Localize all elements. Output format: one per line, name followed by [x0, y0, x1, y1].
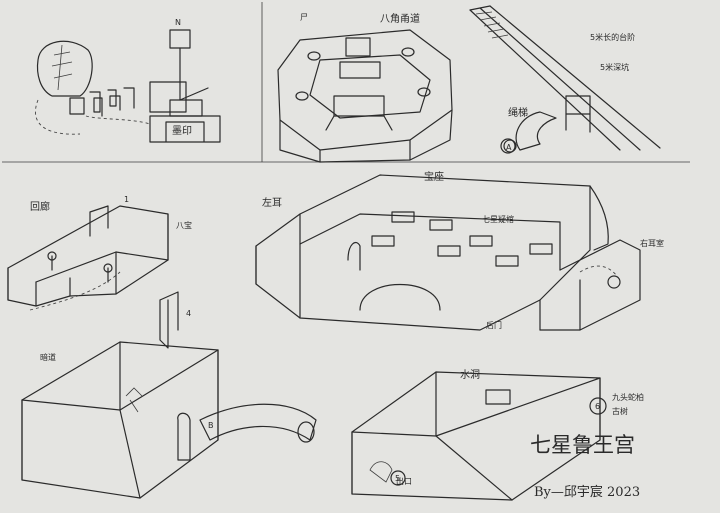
marker-b: B	[208, 421, 214, 430]
marker-5: 5	[395, 474, 400, 483]
marker-1: 1	[124, 195, 129, 204]
corridor-block	[7, 205, 169, 311]
overview-map	[35, 29, 221, 143]
pit-room	[21, 291, 317, 499]
label-left-ear: 左耳	[262, 196, 282, 209]
legend-item-2: 古树	[612, 406, 628, 416]
label-stairs-note: 5米长的台阶	[590, 32, 635, 42]
circle-marker-a	[500, 138, 516, 154]
exit-room	[351, 371, 601, 501]
label-throne: 宝座	[424, 170, 444, 183]
label-water: 水洞	[460, 369, 480, 381]
label-hidden-passage: 暗道	[40, 352, 56, 362]
label-corridor-side: 八宝	[176, 220, 192, 230]
label-octagon-corpse: 尸	[300, 13, 308, 22]
signature: By—邱宇宸 2023	[534, 484, 640, 500]
page-title: 七星鲁王宫	[530, 433, 635, 457]
circle-marker-6	[589, 397, 607, 415]
octagon-room	[277, 29, 453, 163]
stairs-section	[469, 5, 661, 153]
marker-a: A	[506, 143, 512, 152]
label-overview-seal: 墨印	[172, 125, 192, 137]
label-side-chamber: 右耳室	[640, 238, 664, 248]
main-chamber	[255, 174, 641, 331]
marker-4: 4	[186, 309, 191, 318]
label-deep-pit: 5米深坑	[600, 62, 629, 72]
label-back-door: 后门	[486, 320, 502, 330]
label-seven-stars: 七星疑棺	[482, 214, 514, 224]
marker-6: 6	[595, 402, 600, 411]
legend-item-1: 九头蛇柏	[612, 392, 644, 402]
label-corridor: 回廊	[30, 200, 50, 213]
label-rope-ladder: 绳梯	[508, 106, 528, 119]
label-octagon-tunnel: 八角甬道	[380, 12, 420, 25]
circle-marker-5	[390, 470, 406, 486]
label-north: N	[175, 18, 181, 27]
